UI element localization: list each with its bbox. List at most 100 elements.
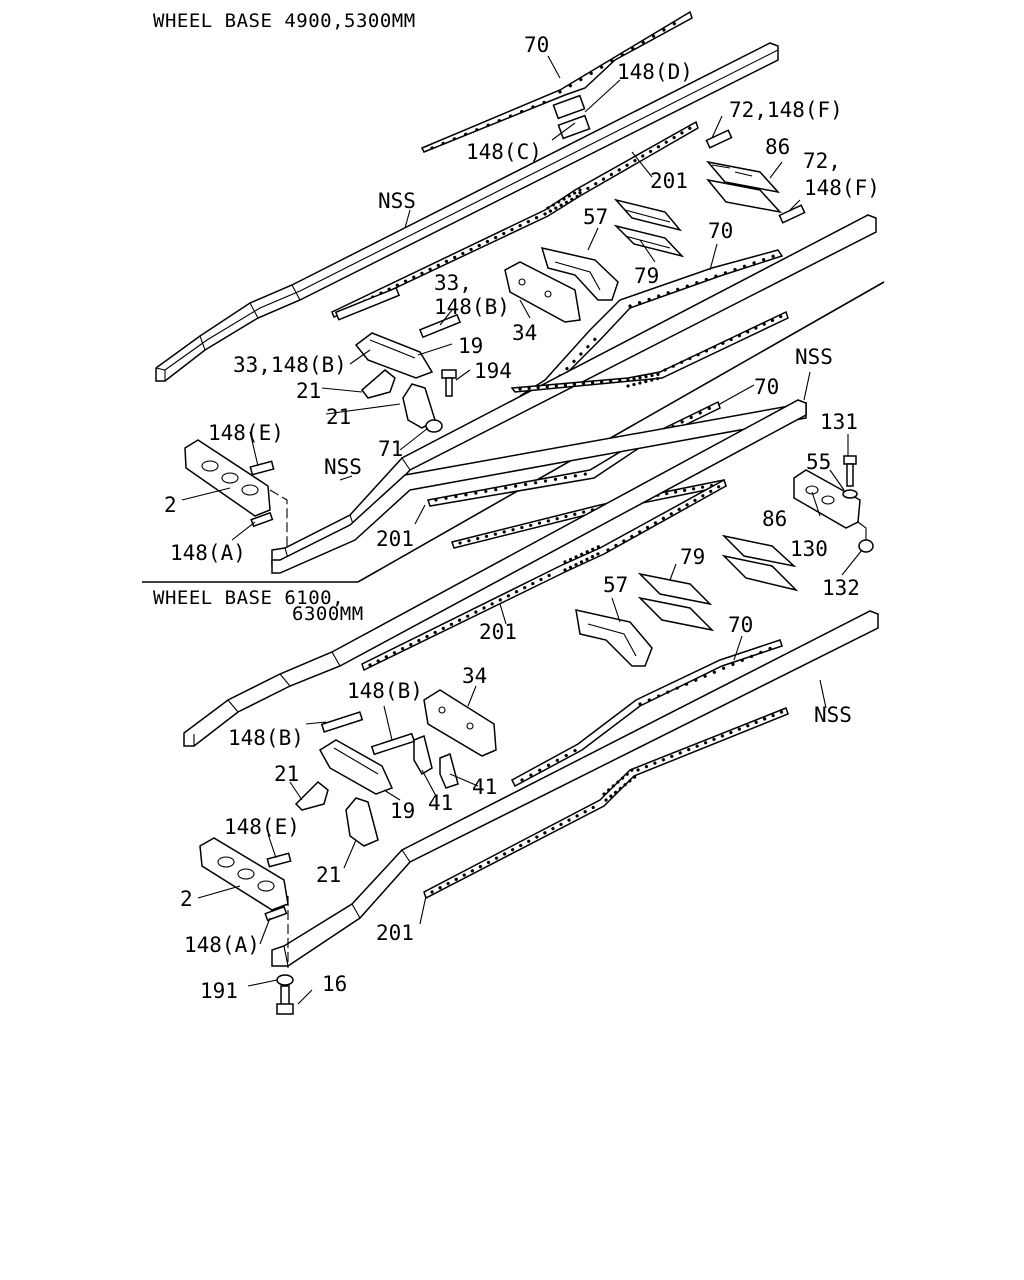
washer-55 — [842, 489, 858, 499]
label-70c: 70 — [754, 375, 779, 399]
leaders-bottom — [197, 563, 827, 1005]
leaders-top — [181, 55, 863, 576]
label-148b: 148(B) — [434, 295, 510, 319]
label-79: 79 — [634, 264, 659, 288]
top-labels: 70 148(D) 148(C) 72,148(F) 86 72, 148(F)… — [164, 33, 880, 600]
washer-191 — [276, 974, 294, 986]
label-72: 72, — [803, 149, 841, 173]
label-148a: 148(A) — [170, 541, 246, 565]
strip-148b-bottom-a — [320, 711, 364, 733]
label-b-148a: 148(A) — [184, 933, 260, 957]
plate-148e-top — [249, 460, 275, 476]
label-b-2: 2 — [180, 887, 193, 911]
label-70a: 70 — [524, 33, 549, 57]
header-wheelbase-long-line1: WHEEL BASE 6100, — [153, 587, 344, 609]
top-section — [155, 10, 877, 632]
bracket-79-middle — [637, 572, 715, 632]
label-131: 131 — [820, 410, 858, 434]
label-b-nss: NSS — [814, 703, 852, 727]
header-wheelbase-short: WHEEL BASE 4900,5300MM — [153, 10, 416, 32]
crossmember-19-top — [354, 332, 434, 379]
label-148c: 148(C) — [466, 140, 542, 164]
leader-dashed-2 — [269, 489, 288, 550]
label-34: 34 — [512, 321, 537, 345]
label-nss3: NSS — [795, 345, 833, 369]
crossmember-57-bottom — [575, 609, 653, 667]
crossmember-2-top — [184, 439, 271, 517]
crossmember-34-top — [504, 261, 581, 323]
bracket-41-a — [413, 734, 433, 776]
label-19: 19 — [458, 334, 483, 358]
label-b-79: 79 — [680, 545, 705, 569]
label-57: 57 — [583, 205, 608, 229]
leader-132 — [857, 521, 867, 540]
label-b-70: 70 — [728, 613, 753, 637]
label-b-201b: 201 — [376, 921, 414, 945]
label-21b: 21 — [326, 405, 351, 429]
strip-33-148b-a — [334, 286, 401, 321]
section-divider — [142, 281, 885, 583]
label-b-19: 19 — [390, 799, 415, 823]
label-2: 2 — [164, 493, 177, 517]
label-72-148f: 72,148(F) — [729, 98, 843, 122]
bolt-16 — [276, 985, 294, 1015]
label-148f: 148(F) — [804, 176, 880, 200]
plate-148a-bottom — [264, 905, 288, 922]
reinforcement-70-lower — [427, 400, 721, 507]
label-b-201: 201 — [479, 620, 517, 644]
crossmember-34-bottom — [423, 689, 497, 757]
nut-71 — [425, 419, 443, 433]
plate-148c — [557, 114, 591, 140]
label-b-34: 34 — [462, 664, 487, 688]
label-b-41b: 41 — [472, 775, 497, 799]
nss-rail-top-2 — [271, 402, 807, 574]
bracket-86-middle — [721, 534, 799, 592]
inner-liner-201-bottom-lower — [423, 707, 789, 900]
label-130: 130 — [790, 537, 828, 561]
bottom-section — [183, 399, 879, 1015]
crossmember-57-top — [540, 246, 619, 301]
reinforcement-70-bottom — [511, 639, 783, 788]
strip-33-148b-b — [418, 313, 462, 339]
upper-side-rail-bottom — [183, 399, 807, 747]
label-nss2: NSS — [324, 455, 362, 479]
label-b-148e: 148(E) — [224, 815, 300, 839]
label-132: 132 — [822, 576, 860, 600]
bolt-131 — [843, 455, 857, 487]
label-33: 33, — [434, 271, 472, 295]
inner-liner-201-bottom-upper — [361, 478, 727, 672]
label-21a: 21 — [296, 379, 321, 403]
header-wheelbase-long-line2: 6300MM — [292, 603, 364, 625]
label-b-57: 57 — [603, 573, 628, 597]
bracket-79-top — [613, 198, 685, 258]
bottom-labels: 57 79 201 70 34 148(B) 148(B) NSS 21 19 … — [180, 545, 852, 1003]
upper-side-rail — [155, 42, 779, 382]
plate-148d — [552, 94, 586, 120]
bolt-194 — [441, 369, 457, 397]
label-b-41a: 41 — [428, 791, 453, 815]
gusset-21-bottom-b — [345, 797, 379, 847]
label-b-21a: 21 — [274, 762, 299, 786]
label-b-191: 191 — [200, 979, 238, 1003]
crossmember-19-bottom — [318, 739, 394, 795]
strip-72-148f-a — [705, 129, 733, 149]
nut-132 — [858, 539, 874, 553]
label-194: 194 — [474, 359, 512, 383]
label-nss1: NSS — [378, 189, 416, 213]
label-86: 86 — [765, 135, 790, 159]
label-b-148b-2: 148(B) — [228, 726, 304, 750]
label-148d: 148(D) — [617, 60, 693, 84]
label-201a: 201 — [650, 169, 688, 193]
lower-side-rail-bottom — [271, 610, 879, 967]
plate-148a-top — [250, 511, 274, 528]
label-86b: 86 — [762, 507, 787, 531]
gusset-21-bottom-a — [294, 780, 329, 811]
crossmember-2-bottom — [199, 837, 289, 911]
reinforcement-70-upper — [420, 10, 693, 153]
label-b-16: 16 — [322, 972, 347, 996]
strip-72-148f-b — [778, 204, 806, 224]
bracket-41-b — [439, 752, 459, 789]
bracket-86-top — [706, 160, 783, 214]
plate-148e-bottom — [266, 852, 292, 868]
